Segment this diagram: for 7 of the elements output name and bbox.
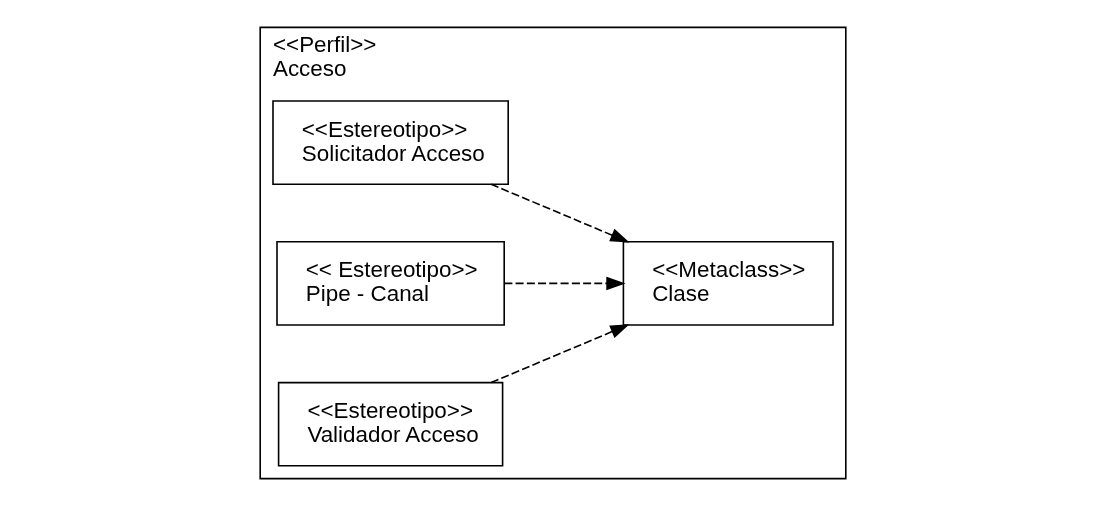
node-box: << Estereotipo>> Pipe - Canal — [275, 241, 505, 326]
node-box: <<Estereotipo>> Validador Acceso — [277, 381, 503, 467]
arrow — [489, 183, 630, 243]
arrow — [503, 276, 625, 291]
node-box: <<Estereotipo>> Solicitador Acceso — [271, 100, 509, 185]
node-box: <<Metaclass>> Clase — [622, 241, 834, 326]
arrow — [489, 324, 630, 384]
